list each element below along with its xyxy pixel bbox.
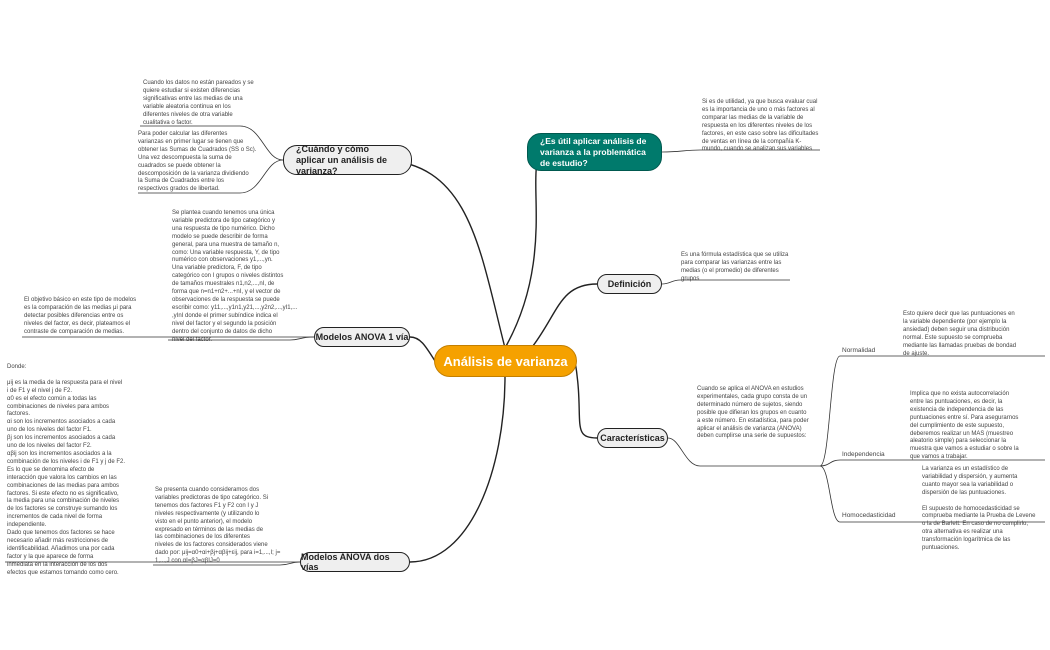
label-independencia[interactable]: Independencia [842,451,885,458]
text-definicion: Es una fórmula estadística que se utiliz… [681,252,789,282]
connector-homoc [819,465,1045,523]
connector-anova1 [409,336,436,362]
connector-cuando [384,159,506,349]
node-definicion[interactable]: Definición [597,274,662,294]
connector-normalidad [819,355,1045,467]
connector-caracteristicas [574,360,598,439]
connector-caracteristicas-text [667,437,820,467]
text-cuando-2: Para poder calcular las diferentes varia… [138,131,257,193]
text-independencia: Implica que no exista autocorrelación en… [910,391,1019,461]
text-normalidad: Esto quiere decir que las puntuaciones e… [903,311,1017,357]
node-anova-1-via[interactable]: Modelos ANOVA 1 vía [314,327,410,347]
connector-anova2 [409,375,506,563]
node-anova-2-vias[interactable]: Modelos ANOVA dos vías [300,552,410,572]
central-topic[interactable]: Análisis de varianza [434,345,577,377]
text-caracteristicas: Cuando se aplica el ANOVA en estudios ex… [697,386,809,440]
connector-util-text [661,149,820,153]
label-normalidad[interactable]: Normalidad [842,347,876,354]
connector-definicion-text [661,279,790,285]
connector-cuando-1 [140,125,284,161]
text-cuando-1: Cuando los datos no están pareados y se … [143,80,254,126]
text-homocedasticidad: La varianza es un estadístico de variabi… [922,466,1036,552]
connector-cuando-2 [138,159,284,194]
node-es-util[interactable]: ¿Es útil aplicar análisis de varianza a … [527,133,662,171]
text-anova-1-a: Se plantea cuando tenemos una única vari… [172,210,298,343]
connector-independencia [819,459,1045,467]
text-anova-2-a: Se presenta cuando consideramos dos vari… [155,487,281,565]
text-anova-2-b: Donde: μij es la media de la respuesta p… [7,364,126,576]
label-homocedasticidad[interactable]: Homocedasticidad [842,512,896,519]
text-es-util: Si es de utilidad, ya que busca evaluar … [702,99,819,153]
text-anova-1-b: El objetivo básico en este tipo de model… [24,297,137,335]
connector-util [504,151,546,349]
node-caracteristicas[interactable]: Características [597,428,668,448]
node-cuando-aplicar[interactable]: ¿Cuándo y cómo aplicar un análisis de va… [283,144,412,176]
